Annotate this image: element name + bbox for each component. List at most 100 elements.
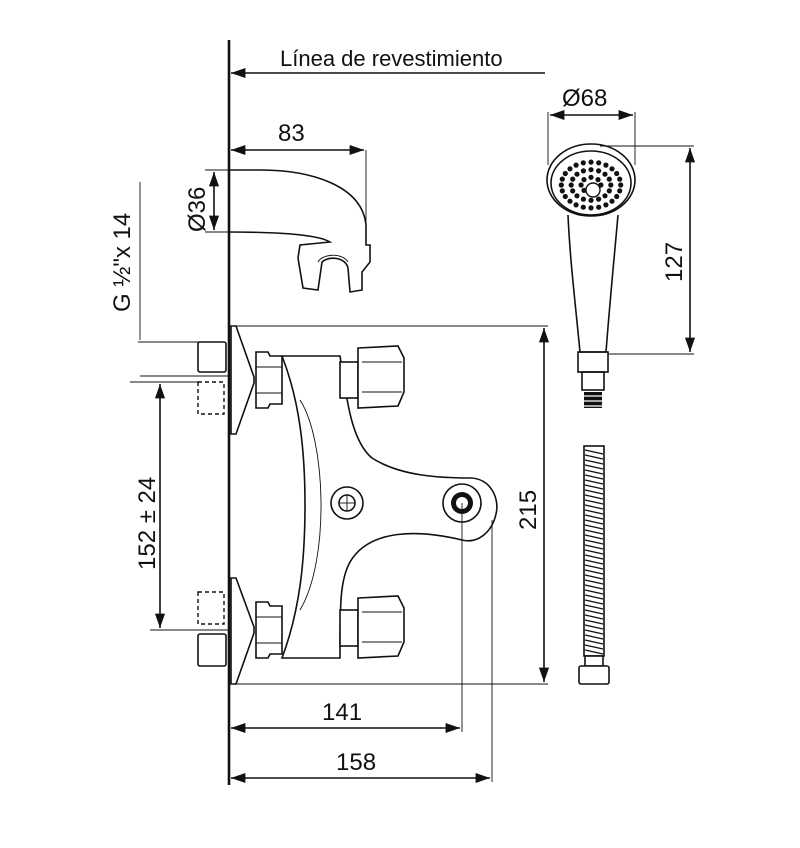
nozzle xyxy=(618,182,624,188)
hose-coil xyxy=(584,609,604,615)
nozzle xyxy=(567,198,573,204)
shower-head xyxy=(546,143,636,408)
nozzle xyxy=(570,188,576,194)
hose-coil xyxy=(584,634,604,640)
nozzle xyxy=(602,171,608,177)
hose-coil xyxy=(584,644,604,650)
cladding-line-label: Línea de revestimiento xyxy=(280,46,503,71)
nozzle xyxy=(574,171,580,177)
hose-coil xyxy=(584,584,604,590)
nozzle xyxy=(562,193,568,200)
hose-coil xyxy=(584,479,604,485)
total-depth-dimension: 158 xyxy=(231,520,493,784)
spout-diameter-label: Ø36 xyxy=(184,187,211,232)
hose-coil xyxy=(584,569,604,575)
lower-inlet xyxy=(150,591,228,667)
lower-handle xyxy=(339,595,405,659)
hose-coil xyxy=(584,604,604,610)
nozzle xyxy=(570,176,576,182)
nozzle xyxy=(574,193,580,199)
nozzle xyxy=(588,159,594,165)
nozzle xyxy=(596,168,602,174)
nozzle xyxy=(559,188,565,194)
nozzle xyxy=(567,166,573,172)
body-height-dimension: 215 xyxy=(236,325,550,685)
hose-coil xyxy=(584,639,604,645)
hose-coil xyxy=(584,489,604,495)
nozzle xyxy=(581,187,587,193)
nozzle xyxy=(603,162,609,168)
nozzle xyxy=(609,198,615,204)
nozzle xyxy=(595,177,601,183)
hose-coil xyxy=(584,649,604,655)
nozzle xyxy=(573,202,579,208)
shower-head-diameter-label: Ø68 xyxy=(562,85,607,112)
nozzle xyxy=(617,176,623,182)
holder-depth-dimension: 141 xyxy=(231,503,463,734)
hose-coil xyxy=(584,559,604,565)
hose-coil xyxy=(584,619,604,625)
escutcheons xyxy=(230,325,255,685)
nozzle xyxy=(603,202,609,208)
nozzle xyxy=(617,188,623,194)
hose-coil xyxy=(584,549,604,555)
nozzle xyxy=(608,182,614,188)
nozzle xyxy=(588,205,594,211)
nozzle xyxy=(580,160,586,166)
hose-coil xyxy=(584,564,604,570)
hose-coil xyxy=(584,589,604,595)
inlet-spacing-dimension: 152 ± 24 xyxy=(130,381,198,628)
hose-coil xyxy=(584,574,604,580)
nozzle xyxy=(558,182,564,188)
shower-handle-length-label: 127 xyxy=(661,242,688,282)
hose-coil xyxy=(584,509,604,515)
hose-coil xyxy=(584,579,604,585)
total-depth-label: 158 xyxy=(336,749,376,776)
hose-coil xyxy=(584,539,604,545)
hose-coil xyxy=(584,599,604,605)
hose-coil xyxy=(584,469,604,475)
nozzle xyxy=(580,196,587,202)
nozzle xyxy=(588,197,594,203)
hose-coil xyxy=(584,629,604,635)
upper-inlet xyxy=(140,341,228,415)
hose-stub xyxy=(584,392,602,408)
nozzle xyxy=(609,166,615,172)
nozzle xyxy=(581,177,587,183)
nozzle xyxy=(596,160,602,166)
hose-coil xyxy=(584,499,604,505)
hex-nuts xyxy=(255,351,283,659)
hose-coil xyxy=(584,524,604,530)
hose-coil xyxy=(584,624,604,630)
hose-coil xyxy=(584,519,604,525)
hose-coil xyxy=(584,514,604,520)
nozzle xyxy=(588,174,594,180)
wall-spout xyxy=(228,169,371,293)
shower-head-diameter-dimension: Ø68 xyxy=(547,85,636,165)
nozzle xyxy=(580,168,587,174)
hose-coil xyxy=(584,464,604,470)
hose-coil xyxy=(584,614,604,620)
hose-coil xyxy=(584,484,604,490)
nozzle xyxy=(596,204,602,210)
nozzle xyxy=(614,170,620,177)
inlet-spacing-label: 152 ± 24 xyxy=(134,477,161,570)
hose-coil xyxy=(584,449,604,455)
thread-dimension: G ½"x 14 xyxy=(109,182,200,343)
nozzle xyxy=(568,182,574,188)
hose-coil xyxy=(584,459,604,465)
hose-coil xyxy=(584,554,604,560)
cladding-line-dimension: Línea de revestimiento xyxy=(231,46,545,79)
flexible-hose xyxy=(578,445,610,685)
nozzle xyxy=(559,176,565,182)
mixer-body xyxy=(280,355,498,659)
body-height-label: 215 xyxy=(515,490,542,530)
hose-coil xyxy=(584,454,604,460)
hose-coil xyxy=(584,474,604,480)
nozzle xyxy=(596,196,602,202)
nozzle xyxy=(562,170,568,177)
thread-label: G ½"x 14 xyxy=(109,213,136,312)
nozzle xyxy=(578,182,584,188)
spout-diameter-dimension: Ø36 xyxy=(184,169,229,233)
